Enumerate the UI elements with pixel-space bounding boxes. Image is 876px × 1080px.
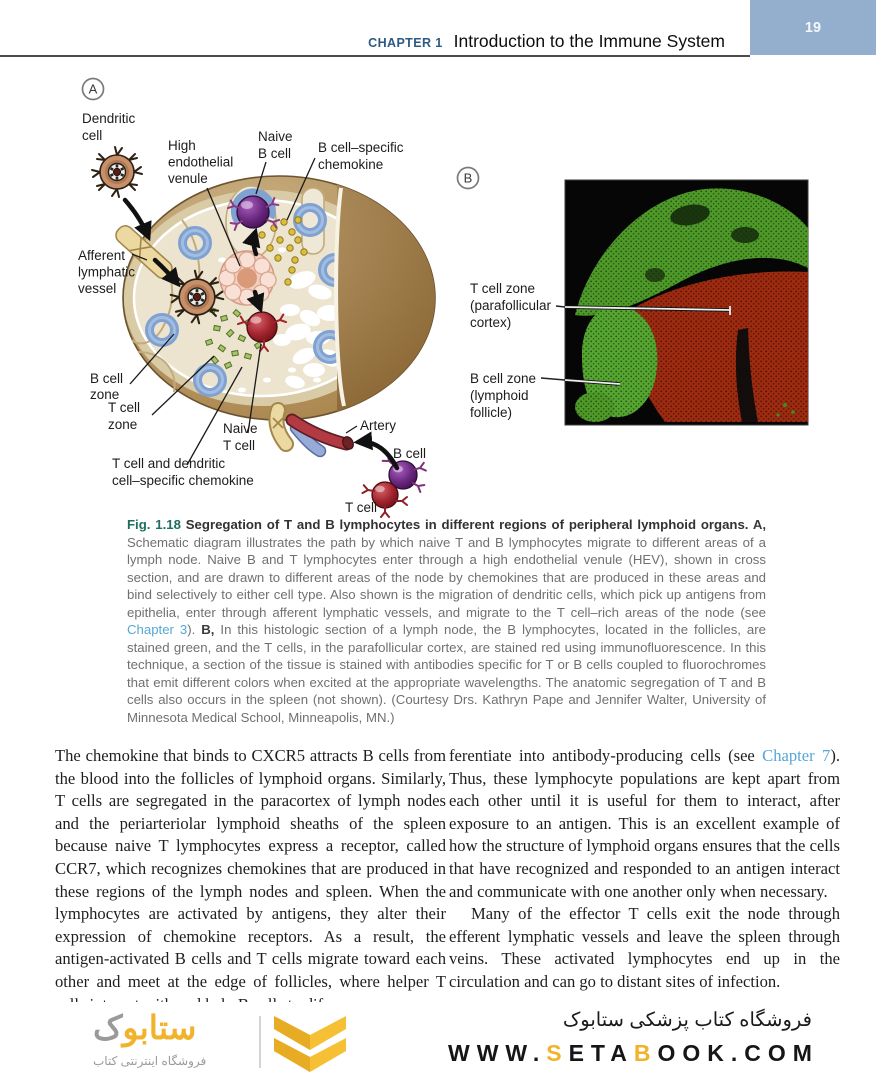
label-b-cell-zone: follicle): [470, 405, 512, 420]
high-endothelial-venule-icon: [218, 250, 277, 306]
chapter-label: CHAPTER 1: [368, 36, 443, 50]
caption-text-b: In this histologic section of a lymph no…: [127, 622, 766, 726]
vessels-icon: [268, 402, 354, 458]
url-accent-s: S: [546, 1040, 569, 1066]
dendritic-cell-in-node-icon: [169, 269, 225, 325]
label-t-zone: T cell: [108, 400, 140, 415]
label-b-chemokine: B cell–specific: [318, 140, 404, 155]
chapter-title: Introduction to the Immune System: [453, 31, 725, 51]
logo-tagline: فروشگاه اینترنتی کتاب: [93, 1054, 207, 1068]
lymph-node-icon: [122, 175, 436, 421]
body-column-right: ferentiate into antibody-producing cells…: [449, 745, 840, 994]
header-rule: [0, 55, 750, 57]
migration-arrows: [122, 197, 400, 471]
page-header: CHAPTER 1 Introduction to the Immune Sys…: [368, 31, 725, 52]
label-afferent: Afferent: [78, 248, 125, 263]
label-t-cell-zone: cortex): [470, 315, 511, 330]
right-para1-post: ). Thus, these lymphocyte populations ar…: [449, 746, 840, 901]
label-b-chemokine: chemokine: [318, 157, 383, 172]
caption-a-label: A,: [752, 517, 766, 532]
left-paragraph: The chemokine that binds to CXCR5 attrac…: [55, 746, 446, 1014]
label-hev: endothelial: [168, 155, 233, 170]
footer: ستابوک فروشگاه اینترنتی کتاب فروشگاه کتا…: [0, 1002, 876, 1080]
url-part: ETA: [568, 1040, 634, 1066]
label-naive-t: T cell: [223, 438, 255, 453]
label-b-cell: B cell: [393, 446, 426, 461]
dendritic-cell-icon: [90, 145, 144, 199]
figure-caption: Fig. 1.18 Segregation of T and B lymphoc…: [127, 516, 766, 727]
label-artery: Artery: [360, 418, 396, 433]
body-column-left: The chemokine that binds to CXCR5 attrac…: [55, 745, 446, 1016]
label-dendritic-cell: cell: [82, 128, 102, 143]
panel-a-labels: Dendritic cell High endothelial venule N…: [78, 111, 426, 515]
label-naive-t: Naive: [223, 421, 258, 436]
label-t-cell: T cell: [345, 500, 377, 515]
right-para1-pre: ferentiate into antibody-producing cells…: [449, 746, 763, 765]
url-part: WWW.: [448, 1040, 547, 1066]
logo-wordmark-end: ک: [93, 1009, 123, 1046]
lymph-node-diagram: A Dendritic cell High endothelial venule…: [78, 77, 436, 518]
right-paragraph-2: Many of the effector T cells exit the no…: [449, 904, 840, 991]
caption-text-a: Schematic diagram illustrates the path b…: [127, 534, 766, 620]
panel-b-labels: T cell zone (parafollicular cortex) B ce…: [470, 281, 552, 420]
label-t-dc-chemokine: T cell and dendritic: [112, 456, 225, 471]
label-t-dc-chemokine: cell–specific chemokine: [112, 473, 254, 488]
panel-b-leaders: [540, 305, 566, 381]
page-number: 19: [804, 19, 822, 36]
label-naive-b: B cell: [258, 146, 291, 161]
label-b-zone: zone: [90, 387, 119, 402]
circulating-t-cell-icon: [361, 481, 408, 518]
leader-lines: [129, 157, 358, 466]
store-name: فروشگاه کتاب پزشکی ستابوک: [562, 1009, 812, 1031]
histology-panel: B T cell zone (parafollicular cortex) B …: [456, 166, 809, 426]
histology-photo: [564, 179, 809, 426]
label-b-cell-zone: (lymphoid: [470, 388, 529, 403]
label-t-cell-zone: (parafollicular: [470, 298, 552, 313]
chapter-3-link[interactable]: Chapter 3: [127, 622, 188, 638]
label-hev: High: [168, 138, 196, 153]
logo-wordmark: ستابو: [122, 1009, 197, 1046]
b-chemokine-dots-icon: [258, 216, 308, 286]
label-t-zone: zone: [108, 417, 137, 432]
caption-title: Segregation of T and B lymphocytes in di…: [180, 517, 753, 532]
panel-b-marker-circle: [456, 166, 480, 190]
label-b-zone: B cell: [90, 371, 123, 386]
label-hev: venule: [168, 171, 208, 186]
figure-number: Fig. 1.18: [127, 517, 181, 532]
capsule-dome: [337, 184, 435, 412]
url-accent-b: B: [633, 1040, 658, 1066]
label-naive-b: Naive: [258, 129, 293, 144]
panel-b-marker: B: [464, 171, 473, 186]
label-b-cell-zone: B cell zone: [470, 371, 536, 386]
label-dendritic-cell: Dendritic: [82, 111, 136, 126]
logo-divider: [259, 1016, 261, 1068]
caption-after-link: ).: [187, 622, 202, 638]
naive-t-cell-icon: [236, 311, 288, 352]
label-afferent: vessel: [78, 281, 116, 296]
panel-a-marker: A: [89, 82, 98, 97]
page-number-box: 19: [750, 0, 876, 55]
chapter-7-link[interactable]: Chapter 7: [762, 746, 831, 765]
panel-a-marker-circle: [81, 77, 105, 101]
site-url[interactable]: WWW.SETABOOK.COM: [448, 1040, 872, 1067]
hev-arc-icon: [230, 188, 276, 225]
chevron-book-icon: [274, 1016, 346, 1072]
url-part: OOK.COM: [657, 1040, 819, 1066]
caption-b-label: B,: [201, 622, 215, 638]
right-paragraph-1: ferentiate into antibody-producing cells…: [449, 745, 840, 903]
label-t-cell-zone: T cell zone: [470, 281, 535, 296]
setabook-logo[interactable]: ستابوک: [93, 1010, 253, 1046]
efferent-vessel-icon: [270, 404, 292, 450]
label-afferent: lymphatic: [78, 265, 135, 280]
photo-pointer-lines: [564, 305, 731, 386]
